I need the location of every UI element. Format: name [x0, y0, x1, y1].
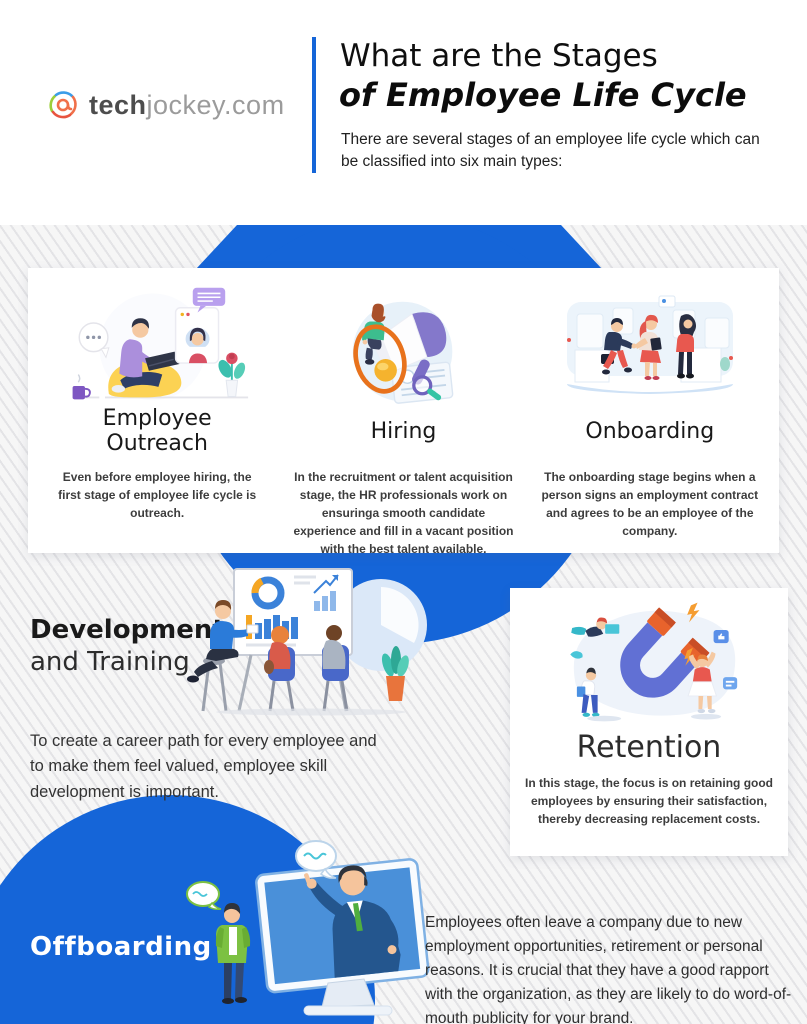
- stage-desc-hiring: In the recruitment or talent acquisition…: [293, 470, 514, 556]
- speech-bubble-businessman: [295, 840, 337, 879]
- development-title: Development and Training: [30, 615, 225, 678]
- chat-dots-bubble-icon: [78, 322, 110, 359]
- stage-desc-employee-outreach: Even before employee hiring, the first s…: [58, 470, 257, 520]
- techjockey-logo-icon: [49, 91, 77, 119]
- social-card-icon: [723, 677, 738, 690]
- hiring-illustration: [353, 301, 454, 404]
- offboarding-illustration-wrap: [180, 833, 432, 1023]
- offboarding-illustration: [186, 840, 430, 1016]
- employee-outreach-illustration-wrap: [44, 282, 270, 406]
- cheering-woman: [687, 651, 718, 714]
- audience: [264, 625, 349, 712]
- page-subtitle: There are several stages of an employee …: [341, 131, 760, 170]
- stage-desc-onboarding: The onboarding stage begins when a perso…: [541, 470, 759, 538]
- potted-plant: [381, 646, 409, 701]
- plant: [218, 352, 246, 397]
- development-illustration-wrap: [176, 563, 428, 717]
- person-with-briefcase: [600, 318, 637, 375]
- person-in-headscarf: [675, 314, 696, 379]
- brand-logo: techjockey.com: [44, 86, 285, 124]
- hiring-illustration-wrap: [290, 282, 516, 406]
- brand-text-light: jockey.com: [146, 89, 285, 120]
- stage-title-onboarding: Onboarding: [585, 418, 715, 444]
- whiteboard: [233, 568, 353, 712]
- stage-hiring: Hiring In the recruitment or talent acqu…: [280, 282, 526, 556]
- retention-description: In this stage, the focus is on retaining…: [525, 776, 774, 826]
- development-title-bold: Development: [30, 615, 225, 645]
- man-with-tablet: [576, 667, 600, 717]
- development-illustration: [187, 568, 427, 716]
- presenter: [187, 600, 259, 712]
- onboarding-illustration-wrap: [537, 282, 763, 406]
- person-with-laptop: [111, 318, 180, 393]
- page-title-line1: What are the Stages: [340, 38, 658, 74]
- speech-bubble-employee: [186, 881, 222, 910]
- flying-woman-with-laptop: [571, 617, 620, 637]
- brand-text: techjockey.com: [89, 90, 285, 121]
- header: techjockey.com What are the Stages of Em…: [0, 0, 807, 225]
- development-description: To create a career path for every employ…: [30, 731, 377, 801]
- brand-text-bold: tech: [89, 89, 147, 120]
- offboarding-description: Employees often leave a company due to n…: [425, 913, 792, 1024]
- employee-outreach-illustration: [72, 287, 249, 401]
- bird-icon: [570, 651, 583, 659]
- onboarding-illustration: [566, 295, 733, 394]
- stage-title-employee-outreach: Employee Outreach: [102, 406, 212, 456]
- standing-employee: [215, 903, 251, 1004]
- coffee-mug-icon: [72, 374, 91, 400]
- magnifier-icon: [412, 375, 442, 401]
- woman-with-folder: [634, 314, 662, 380]
- development-title-regular: and Training: [30, 646, 190, 677]
- retention-illustration: [570, 602, 738, 722]
- video-call-card: [175, 307, 220, 364]
- stages-card: Employee Outreach Even before employee h…: [28, 268, 779, 556]
- lightning-bolt-icon: [687, 602, 700, 623]
- monitor-stand: [303, 978, 393, 1016]
- stage-employee-outreach: Employee Outreach Even before employee h…: [34, 282, 280, 553]
- header-divider: [312, 37, 316, 173]
- businessman: [304, 865, 401, 978]
- stage-title-hiring: Hiring: [370, 418, 437, 444]
- offboarding-title: Offboarding: [30, 932, 212, 962]
- retention-title: Retention: [576, 730, 722, 765]
- page-title-line2: of Employee Life Cycle: [339, 76, 747, 114]
- monitor-with-businessman: [255, 858, 430, 994]
- thumbs-up-card-icon: [713, 629, 729, 644]
- retention-card: Retention In this stage, the focus is on…: [510, 588, 788, 856]
- stage-onboarding: Onboarding The onboarding stage begins w…: [527, 282, 773, 553]
